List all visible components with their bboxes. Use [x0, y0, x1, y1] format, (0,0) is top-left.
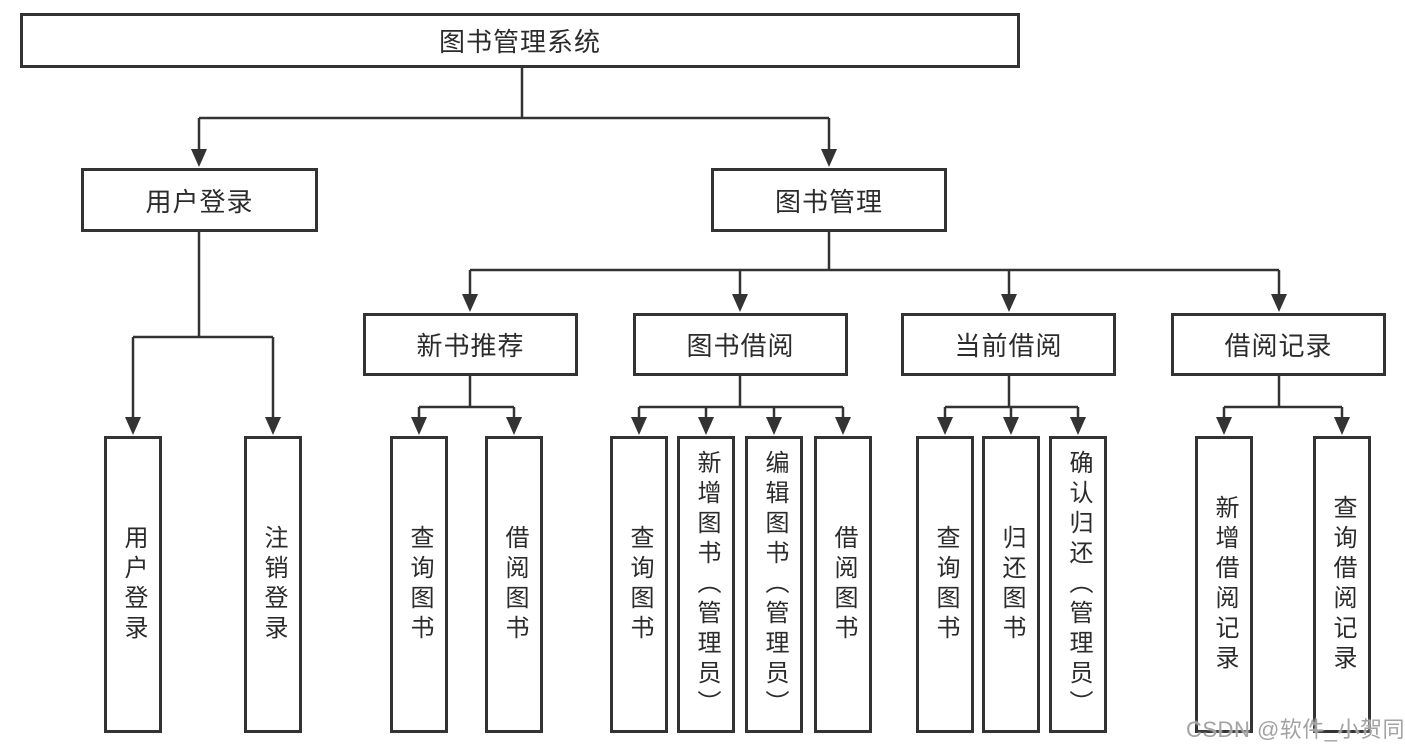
node-label: 借阅图书 — [501, 524, 528, 645]
node-user-login-branch: 用户登录 — [81, 168, 318, 232]
node-confirm-return-admin: 确认归还（管理员） — [1049, 436, 1107, 733]
node-label: 归还图书 — [998, 524, 1025, 645]
csdn-watermark: CSDN @软件_小贺同学 — [1186, 717, 1405, 742]
node-add-borrow-record: 新增借阅记录 — [1195, 436, 1253, 733]
node-label: 新增图书（管理员） — [693, 449, 720, 720]
node-label: 图书借阅 — [686, 331, 795, 361]
node-label: 新增借阅记录 — [1211, 494, 1238, 675]
node-return-books: 归还图书 — [982, 436, 1040, 733]
node-label: 编辑图书（管理员） — [761, 449, 788, 720]
node-root: 图书管理系统 — [20, 13, 1020, 68]
node-query-books-recommend: 查询图书 — [390, 436, 448, 733]
node-query-borrow-record: 查询借阅记录 — [1313, 436, 1371, 733]
node-label: 当前借阅 — [954, 331, 1063, 361]
node-book-borrowing: 图书借阅 — [633, 313, 848, 376]
node-label: 用户登录 — [145, 186, 254, 217]
node-label: 用户登录 — [120, 524, 147, 645]
node-logout-leaf: 注销登录 — [244, 436, 302, 733]
node-borrow-books-recommend: 借阅图书 — [485, 436, 543, 733]
node-borrow-books-borrowing: 借阅图书 — [814, 436, 872, 733]
node-borrowing-records: 借阅记录 — [1171, 313, 1386, 376]
node-label: 借阅图书 — [830, 524, 857, 645]
node-root-label: 图书管理系统 — [438, 27, 601, 57]
node-label: 新书推荐 — [416, 331, 525, 361]
node-label: 查询借阅记录 — [1329, 494, 1356, 675]
node-label: 借阅记录 — [1224, 331, 1333, 361]
node-edit-books-admin: 编辑图书（管理员） — [745, 436, 803, 733]
node-label: 确认归还（管理员） — [1065, 449, 1092, 720]
node-user-login-leaf: 用户登录 — [104, 436, 162, 733]
node-current-borrowing: 当前借阅 — [901, 313, 1116, 376]
node-book-management: 图书管理 — [711, 168, 947, 232]
node-label: 注销登录 — [260, 524, 287, 645]
node-label: 查询图书 — [932, 524, 959, 645]
node-query-books-current: 查询图书 — [916, 436, 974, 733]
node-label: 图书管理 — [774, 186, 883, 217]
node-query-books-borrowing: 查询图书 — [610, 436, 668, 733]
node-label: 查询图书 — [626, 524, 653, 645]
node-label: 查询图书 — [406, 524, 433, 645]
node-add-books-admin: 新增图书（管理员） — [677, 436, 735, 733]
node-new-book-recommend: 新书推荐 — [363, 313, 578, 376]
